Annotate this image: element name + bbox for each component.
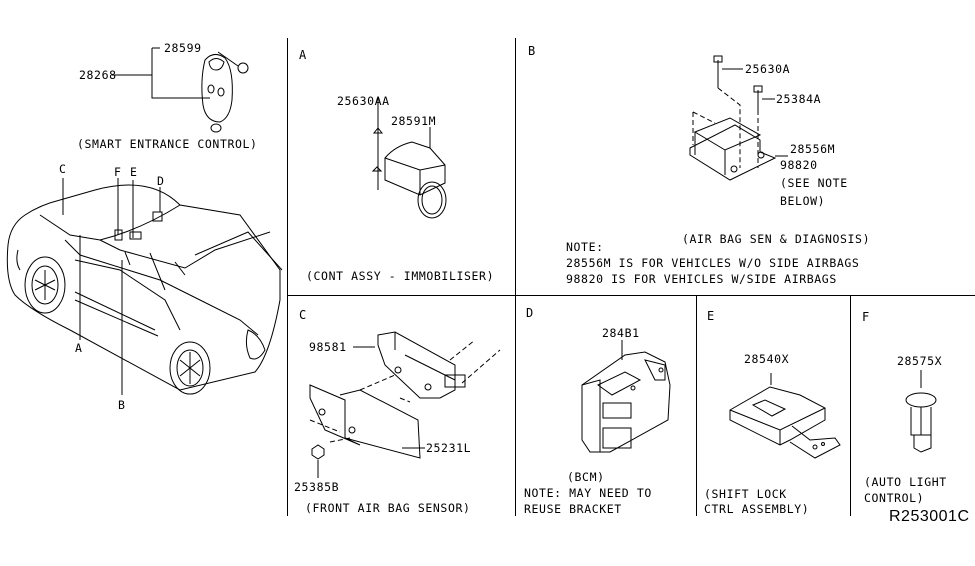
airbag-note-line-2: 98820 IS FOR VEHICLES W/SIDE AIRBAGS bbox=[566, 272, 837, 286]
part-number-28599: 28599 bbox=[164, 41, 202, 55]
part-number-25630AA: 25630AA bbox=[337, 94, 390, 108]
see-note-line-2: BELOW) bbox=[780, 194, 826, 208]
car-callout-a: A bbox=[75, 341, 83, 355]
car-callout-b: B bbox=[118, 398, 126, 412]
car-callout-e: E bbox=[130, 165, 138, 179]
part-number-28556M: 28556M bbox=[790, 142, 836, 156]
part-number-28540X: 28540X bbox=[744, 352, 790, 366]
divider-ab-vertical bbox=[515, 38, 516, 516]
divider-left-vertical bbox=[287, 38, 288, 516]
bcm-caption: (BCM) bbox=[567, 470, 605, 484]
part-number-25231L: 25231L bbox=[426, 441, 472, 455]
part-number-25630A: 25630A bbox=[745, 62, 791, 76]
airbag-note-title: NOTE: bbox=[566, 240, 604, 254]
auto-light-sensor-drawing bbox=[905, 370, 937, 453]
part-number-284B1: 284B1 bbox=[602, 326, 640, 340]
shift-lock-caption-line-2: CTRL ASSEMBLY) bbox=[704, 502, 810, 516]
airbag-sensor-drawing bbox=[689, 55, 788, 181]
car-callout-c: C bbox=[59, 162, 67, 176]
airbag-note-line-1: 28556M IS FOR VEHICLES W/O SIDE AIRBAGS bbox=[566, 256, 860, 270]
section-d-label: D bbox=[526, 306, 534, 320]
front-airbag-sensor-drawing bbox=[309, 331, 501, 478]
part-number-98581: 98581 bbox=[309, 340, 347, 354]
bcm-note-line-1: NOTE: MAY NEED TO bbox=[524, 486, 652, 500]
section-c-label: C bbox=[299, 308, 307, 322]
part-number-28268: 28268 bbox=[79, 68, 117, 82]
part-number-25384A: 25384A bbox=[776, 92, 822, 106]
divider-horizontal bbox=[287, 295, 975, 296]
immobiliser-drawing bbox=[371, 98, 447, 219]
section-e-label: E bbox=[707, 309, 715, 323]
section-f-label: F bbox=[862, 310, 870, 324]
part-number-28591M: 28591M bbox=[391, 114, 437, 128]
smart-entrance-caption: (SMART ENTRANCE CONTROL) bbox=[77, 137, 258, 151]
part-number-25385B: 25385B bbox=[294, 480, 340, 494]
document-reference-id: R253001C bbox=[889, 508, 970, 525]
shift-lock-drawing bbox=[729, 373, 841, 459]
car-callout-d: D bbox=[157, 174, 165, 188]
part-number-28575X: 28575X bbox=[897, 354, 943, 368]
immobiliser-caption: (CONT ASSY - IMMOBILISER) bbox=[306, 269, 495, 283]
front-airbag-sensor-caption: (FRONT AIR BAG SENSOR) bbox=[305, 501, 471, 515]
section-b-label: B bbox=[528, 44, 536, 58]
shift-lock-caption-line-1: (SHIFT LOCK bbox=[704, 487, 787, 501]
auto-light-caption-line-1: (AUTO LIGHT bbox=[864, 475, 947, 489]
section-a-label: A bbox=[299, 48, 307, 62]
car-callout-f: F bbox=[114, 165, 122, 179]
see-note-line-1: (SEE NOTE bbox=[780, 176, 848, 190]
airbag-sensor-caption: (AIR BAG SEN & DIAGNOSIS) bbox=[682, 232, 871, 246]
car-drawing bbox=[6, 178, 283, 395]
divider-de-vertical bbox=[696, 296, 697, 516]
bcm-drawing bbox=[581, 340, 671, 453]
key-fob-drawing bbox=[112, 47, 249, 133]
part-number-98820: 98820 bbox=[780, 158, 818, 172]
divider-ef-vertical bbox=[850, 296, 851, 516]
bcm-note-line-2: REUSE BRACKET bbox=[524, 502, 622, 516]
auto-light-caption-line-2: CONTROL) bbox=[864, 491, 925, 505]
